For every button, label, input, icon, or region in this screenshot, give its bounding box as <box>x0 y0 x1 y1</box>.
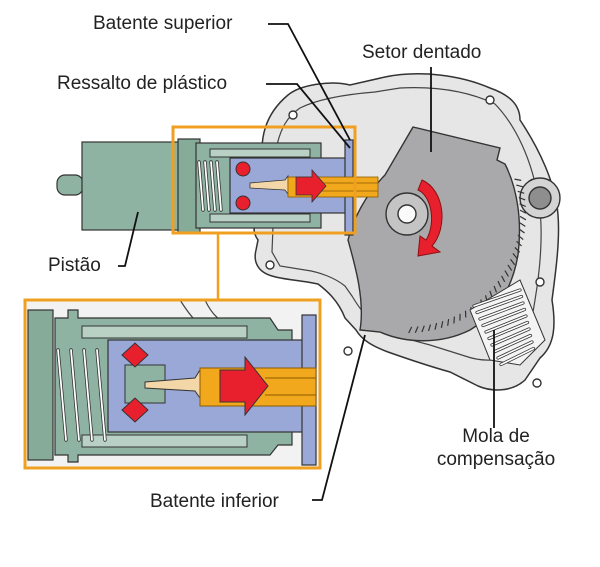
compensation-spring <box>469 279 546 367</box>
label-mola-line2: compensação <box>436 448 556 470</box>
label-batente-superior: Batente superior <box>93 13 233 34</box>
spring-coil-highlight <box>482 308 526 327</box>
toothed-sector <box>347 126 527 342</box>
leader-ressalto <box>266 83 351 149</box>
spring-coil-highlight <box>494 334 532 353</box>
cylinder-inner-top <box>209 148 311 158</box>
piston-nub <box>56 174 84 196</box>
coil-highlight <box>216 161 222 211</box>
mounting-hole <box>288 110 298 120</box>
spring-coil-highlight <box>476 295 523 314</box>
mounting-hole <box>485 95 495 105</box>
coil-highlight <box>83 349 93 441</box>
cylinder-assembly <box>195 139 379 236</box>
valve-ball-top <box>235 161 251 177</box>
spring-coil-highlight <box>491 328 530 346</box>
detail-inset <box>23 298 322 470</box>
spring-coil-highlight <box>485 315 527 333</box>
push-arrow-icon <box>295 168 327 204</box>
inset-frame <box>23 298 322 470</box>
coil-highlight <box>198 161 204 211</box>
mounting-hole <box>532 378 542 388</box>
cylinder-inner-bottom <box>209 213 311 223</box>
coil-highlight <box>57 349 67 441</box>
coil-highlight <box>70 349 80 441</box>
return-spring <box>197 160 223 212</box>
inset-inner-top <box>81 325 248 339</box>
inset-piston-collar <box>27 309 54 461</box>
leader-pistao <box>118 211 139 267</box>
piston-body <box>81 141 183 231</box>
pinion <box>528 186 552 210</box>
spring-coil-highlight <box>488 321 529 340</box>
label-batente-inferior: Batente inferior <box>150 491 279 512</box>
spring-coil-highlight <box>497 341 533 359</box>
label-ressalto-de-plastico: Ressalto de plástico <box>57 73 228 94</box>
coil-highlight <box>204 161 210 211</box>
inset-valve-ball-bottom <box>121 397 149 423</box>
label-mola-de-compensacao: Mola de compensação <box>428 426 564 472</box>
label-pistao: Pistão <box>48 255 101 276</box>
mounting-hole <box>343 346 353 356</box>
inset-return-spring <box>56 348 107 442</box>
coil-highlight <box>210 161 216 211</box>
inset-push-arrow-icon <box>219 355 269 417</box>
leader-batente-superior <box>268 23 351 141</box>
inset-inner-bottom <box>81 434 248 448</box>
inset-valve-ball-top <box>121 342 149 368</box>
leader-batente-inferior <box>312 334 366 501</box>
mounting-hole <box>535 277 545 287</box>
valve-ball-bottom <box>235 195 251 211</box>
coil-highlight <box>96 349 106 441</box>
highlight-frame <box>171 125 357 235</box>
label-setor-dentado: Setor dentado <box>362 42 482 63</box>
label-mola-line1: Mola de <box>462 426 530 447</box>
pivot-hole <box>397 204 417 224</box>
mounting-hole <box>265 260 275 270</box>
spring-coil-highlight <box>500 347 535 366</box>
spring-coil-highlight <box>479 302 524 320</box>
piston <box>56 138 201 234</box>
spring-coil-highlight <box>473 289 521 307</box>
rotation-arrow-icon <box>417 179 443 257</box>
leader-lines <box>118 23 495 501</box>
